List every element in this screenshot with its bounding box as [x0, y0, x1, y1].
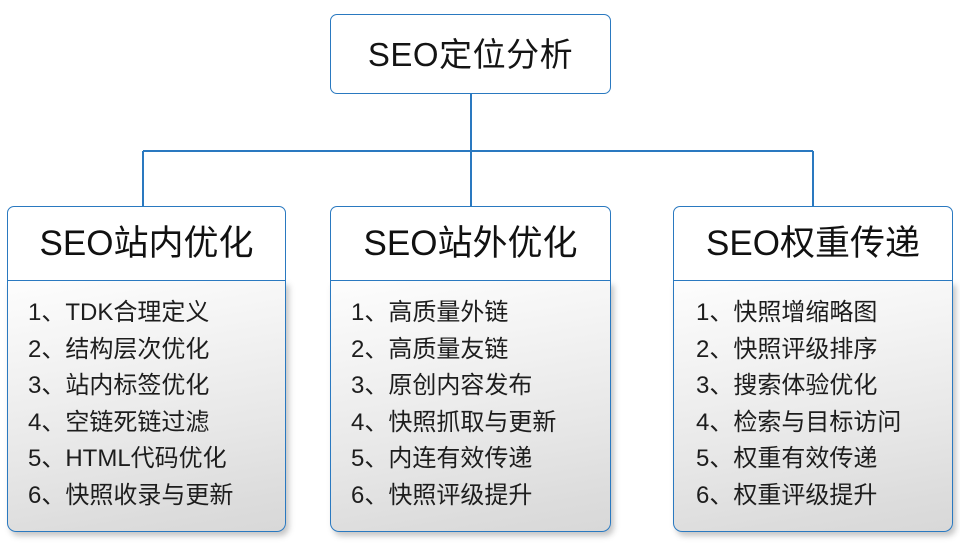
- list-item: 3、原创内容发布: [351, 372, 533, 399]
- branch-header-3[interactable]: SEO权重传递: [673, 206, 953, 281]
- branch-title-2: SEO站外优化: [363, 224, 578, 263]
- list-item: 5、HTML代码优化: [28, 445, 227, 472]
- branch-header-2[interactable]: SEO站外优化: [330, 206, 611, 281]
- branch-list-1: 1、TDK合理定义 2、结构层次优化 3、站内标签优化 4、空链死链过滤 5、H…: [8, 295, 285, 514]
- list-item: 1、高质量外链: [351, 299, 509, 326]
- root-node[interactable]: SEO定位分析: [330, 14, 611, 94]
- branch-body-2: 1、高质量外链 2、高质量友链 3、原创内容发布 4、快照抓取与更新 5、内连有…: [330, 281, 611, 532]
- branch-body-3: 1、快照增缩略图 2、快照评级排序 3、搜索体验优化 4、检索与目标访问 5、权…: [673, 281, 953, 532]
- list-item: 3、站内标签优化: [28, 372, 210, 399]
- list-item: 6、快照评级提升: [351, 481, 533, 509]
- list-item: 1、TDK合理定义: [28, 299, 210, 326]
- list-item: 3、搜索体验优化: [696, 372, 878, 399]
- branch-title-1: SEO站内优化: [39, 224, 254, 263]
- branch-column-3[interactable]: SEO权重传递 1、快照增缩略图 2、快照评级排序 3、搜索体验优化 4、检索与…: [673, 206, 953, 532]
- branch-title-3: SEO权重传递: [706, 224, 920, 263]
- branch-column-1[interactable]: SEO站内优化 1、TDK合理定义 2、结构层次优化 3、站内标签优化 4、空链…: [7, 206, 286, 532]
- list-item: 4、检索与目标访问: [696, 408, 902, 436]
- list-item: 6、权重评级提升: [696, 481, 878, 509]
- root-node-title: SEO定位分析: [367, 35, 574, 73]
- branch-header-1[interactable]: SEO站内优化: [7, 206, 286, 281]
- list-item: 1、快照增缩略图: [696, 299, 878, 326]
- list-item: 2、快照评级排序: [696, 335, 878, 363]
- branch-list-2: 1、高质量外链 2、高质量友链 3、原创内容发布 4、快照抓取与更新 5、内连有…: [331, 295, 610, 514]
- list-item: 2、高质量友链: [351, 335, 509, 363]
- list-item: 2、结构层次优化: [28, 335, 210, 363]
- list-item: 5、权重有效传递: [696, 445, 878, 472]
- list-item: 4、空链死链过滤: [28, 408, 210, 436]
- branch-column-2[interactable]: SEO站外优化 1、高质量外链 2、高质量友链 3、原创内容发布 4、快照抓取与…: [330, 206, 611, 532]
- branch-list-3: 1、快照增缩略图 2、快照评级排序 3、搜索体验优化 4、检索与目标访问 5、权…: [674, 295, 952, 514]
- list-item: 6、快照收录与更新: [28, 481, 234, 509]
- list-item: 5、内连有效传递: [351, 445, 533, 472]
- branch-body-1: 1、TDK合理定义 2、结构层次优化 3、站内标签优化 4、空链死链过滤 5、H…: [7, 281, 286, 532]
- list-item: 4、快照抓取与更新: [351, 408, 557, 436]
